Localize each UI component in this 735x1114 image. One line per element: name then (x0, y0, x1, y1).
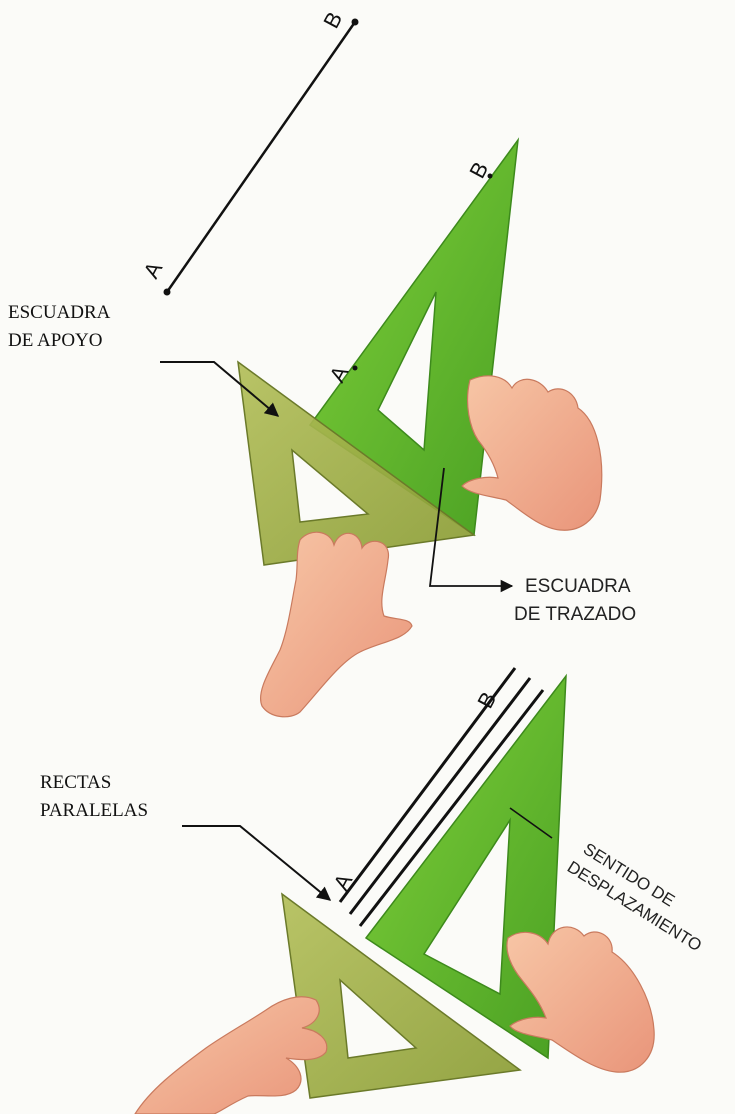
point-a-dot (163, 288, 171, 296)
right-hand-middle (461, 375, 603, 531)
rectas-paralelas-label-line1: RECTAS (40, 772, 111, 793)
escuadra-trazado-label-line2: DE TRAZADO (514, 604, 636, 625)
left-hand-bottom (134, 996, 328, 1114)
escuadra-apoyo-callout: ESCUADRA DE APOYO (8, 302, 280, 417)
escuadra-apoyo-label-line2: DE APOYO (8, 330, 102, 351)
label-point-b: B (318, 8, 347, 33)
rectas-paralelas-arrow (182, 825, 332, 901)
label-point-a-bottom: A (328, 869, 357, 894)
support-square-middle (237, 360, 476, 566)
escuadra-trazado-arrow (428, 467, 514, 593)
label-point-a: A (138, 257, 167, 282)
left-hand-middle (260, 531, 413, 718)
right-hand-bottom (506, 926, 655, 1073)
parallel-lines (338, 667, 545, 927)
point-b-dot (351, 18, 359, 26)
bottom-figure: A B (134, 667, 655, 1114)
escuadra-apoyo-label-line1: ESCUADRA (8, 302, 111, 323)
support-square-bottom (281, 892, 522, 1099)
segment-ab: A B (138, 8, 359, 296)
rectas-paralelas-label-line2: PARALELAS (40, 800, 148, 821)
escuadra-trazado-callout: ESCUADRA DE TRAZADO (428, 467, 636, 625)
escuadra-apoyo-arrow (160, 361, 280, 417)
middle-figure: A B (237, 137, 603, 718)
sentido-leader-line (509, 807, 553, 839)
rectas-paralelas-callout: RECTAS PARALELAS (40, 772, 332, 901)
escuadra-trazado-label-line1: ESCUADRA (525, 576, 631, 597)
